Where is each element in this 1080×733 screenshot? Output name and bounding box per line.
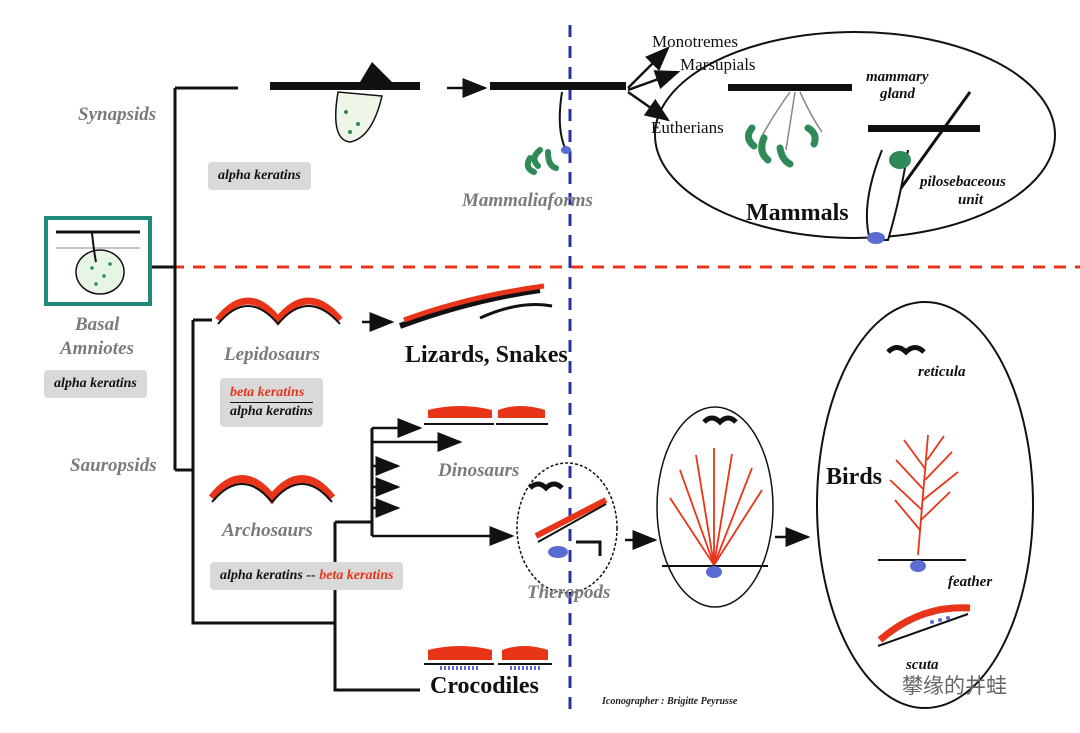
- synapsids-label: Synapsids: [78, 104, 157, 125]
- reticula-label: reticula: [918, 364, 966, 380]
- lepidosaur-beta-keratin-text: beta keratins: [230, 384, 313, 403]
- sauropsids-label: Sauropsids: [70, 455, 157, 476]
- watermark-text: 攀缘的井蛙: [902, 674, 1007, 698]
- basal-amniotes-label-line1: Basal: [75, 314, 120, 335]
- mammary-label-line2: gland: [880, 86, 916, 102]
- mammary-gland-illustration: [728, 84, 852, 168]
- pilosebaceous-label-line1: pilosebaceous: [920, 174, 1006, 190]
- basal-amniotes-label-line2: Amniotes: [60, 338, 134, 359]
- archosaur-alpha-keratin-text: alpha keratins --: [220, 568, 316, 583]
- hair-follicle-illustration: [865, 91, 980, 244]
- branch-arrows: [362, 46, 811, 550]
- mammary-label-line1: mammary: [866, 69, 929, 85]
- lepidosaurs-label: Lepidosaurs: [224, 344, 321, 365]
- archosaur-scale-illustration: [208, 475, 336, 505]
- birds-ellipse: [816, 301, 1034, 709]
- dinosaur-scale-illustration: [424, 406, 548, 425]
- birds-title: Birds: [826, 464, 883, 490]
- lepidosaur-scale-illustration: [215, 297, 343, 326]
- pilosebaceous-label-line2: unit: [958, 192, 984, 208]
- iconographer-credit: Iconographer : Brigitte Peyrusse: [602, 696, 738, 707]
- synapsid-alpha-keratin-badge: alpha keratins: [208, 162, 311, 190]
- mammaliaforms-label: Mammaliaforms: [462, 190, 593, 211]
- reticula-illustration: [886, 345, 926, 356]
- archosaurs-label: Archosaurs: [222, 520, 313, 541]
- archosaur-beta-keratin-text: beta keratins: [319, 568, 394, 583]
- dinosaurs-label: Dinosaurs: [438, 460, 520, 481]
- mammaliaform-gland-illustration: [490, 82, 626, 175]
- feather-label: feather: [948, 574, 993, 590]
- feather-illustration: [878, 434, 966, 572]
- scuta-label: scuta: [906, 657, 939, 673]
- crocodiles-title: Crocodiles: [430, 673, 539, 699]
- lepidosaur-keratin-badge: beta keratins alpha keratins: [220, 378, 323, 427]
- theropods-label: Theropods: [527, 582, 611, 603]
- protofeather-illustration: [662, 415, 768, 578]
- mammals-title: Mammals: [746, 200, 849, 226]
- scuta-illustration: [877, 604, 971, 647]
- lizards-snakes-title: Lizards, Snakes: [405, 342, 568, 368]
- protofeather-ellipse: [656, 406, 774, 608]
- tree-branches: [152, 86, 420, 692]
- crocodile-scale-illustration: [424, 646, 552, 670]
- mammals-ellipse: [654, 31, 1056, 239]
- archosaur-keratin-badge: alpha keratins -- beta keratins: [210, 562, 404, 590]
- monotremes-label: Monotremes: [652, 32, 738, 51]
- marsupials-label: Marsupials: [680, 55, 756, 74]
- basal-amniote-skin-icon: [44, 216, 152, 306]
- eutherians-label: Eutherians: [651, 118, 724, 137]
- theropod-ellipse: [516, 462, 618, 594]
- lepidosaur-alpha-keratin-text: alpha keratins: [230, 404, 313, 419]
- synapsid-gland-illustration: [270, 62, 420, 143]
- basal-alpha-keratin-badge: alpha keratins: [44, 370, 147, 398]
- theropod-integument-illustration: [528, 481, 608, 558]
- lizard-scale-illustration: [398, 283, 553, 329]
